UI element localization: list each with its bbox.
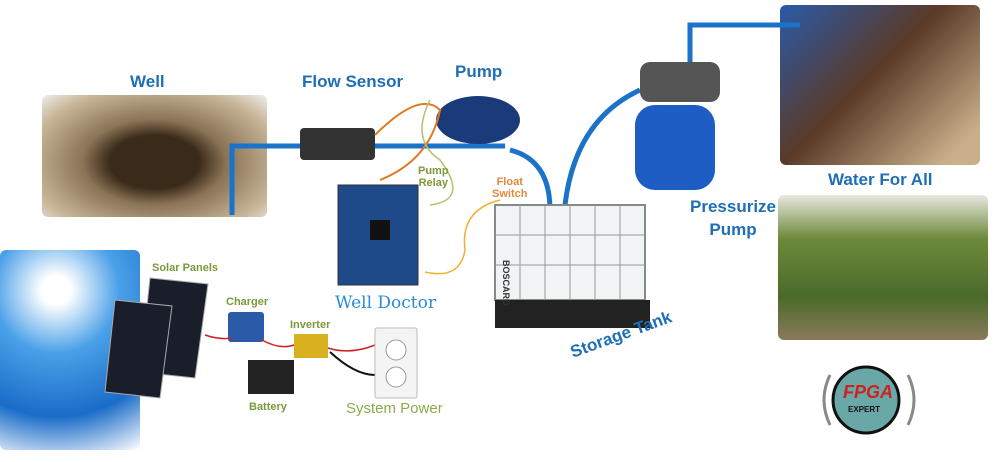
svg-text:FPGA: FPGA xyxy=(843,382,893,402)
pump-icon xyxy=(436,96,520,144)
pressurize-pump-icon xyxy=(635,105,715,190)
pipe-tank-to-pressurize xyxy=(562,87,642,206)
label-flow-sensor: Flow Sensor xyxy=(302,72,404,91)
fpga-expert-logo: FPGA EXPERT xyxy=(822,365,916,435)
label-well-doctor: Well Doctor xyxy=(335,293,437,313)
label-system-power: System Power xyxy=(346,400,443,417)
flow-sensor-icon xyxy=(300,128,375,160)
label-inverter: Inverter xyxy=(290,319,331,331)
label-charger: Charger xyxy=(226,296,269,308)
hands-water-photo xyxy=(780,5,980,165)
label-pressurize-pump: Pressurize Pump xyxy=(690,197,776,239)
svg-text:EXPERT: EXPERT xyxy=(848,405,880,414)
inverter-icon xyxy=(294,334,328,358)
label-well: Well xyxy=(130,72,165,91)
field-watering-photo xyxy=(778,195,988,340)
pipe-pump-to-tank xyxy=(509,147,553,211)
label-water-for-all: Water For All xyxy=(828,170,933,189)
pipe-to-tap xyxy=(687,22,800,65)
charger-icon xyxy=(228,312,264,342)
label-pump-relay: Pump Relay xyxy=(418,165,449,189)
label-battery: Battery xyxy=(249,401,287,413)
pipe-well-to-pump xyxy=(229,143,505,215)
label-pump: Pump xyxy=(455,62,503,81)
battery-icon xyxy=(248,360,294,394)
svg-text:BOSCARO: BOSCARO xyxy=(501,260,511,306)
label-solar-panels: Solar Panels xyxy=(152,262,219,274)
storage-tank-icon: BOSCARO xyxy=(494,204,650,328)
power-outlet-icon xyxy=(374,327,418,399)
label-float-switch: Float Switch xyxy=(492,176,528,200)
solar-panels-icon xyxy=(104,277,209,399)
